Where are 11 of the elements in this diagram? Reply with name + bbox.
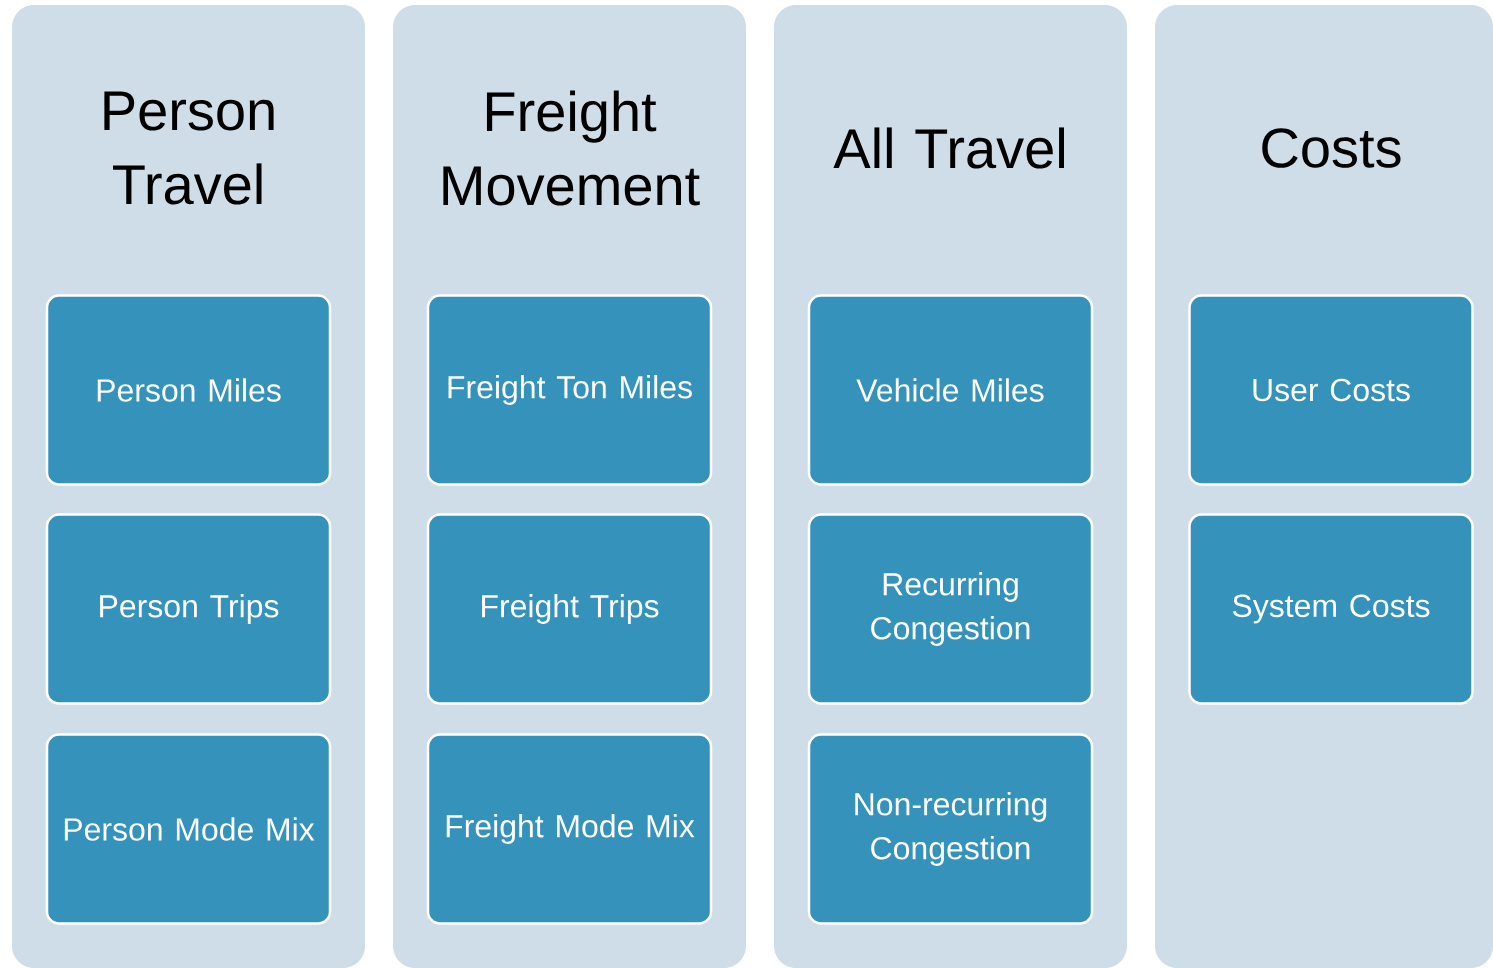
metric-box: Person Mode Mix (45, 733, 332, 925)
metric-box: Person Miles (45, 294, 332, 486)
metric-box: Non-recurring Congestion (807, 733, 1094, 925)
metric-box: Freight Trips (426, 513, 713, 705)
metric-box: Vehicle Miles (807, 294, 1094, 486)
metric-box: Freight Mode Mix (426, 733, 713, 925)
metric-box: System Costs (1188, 513, 1474, 705)
metric-box: Freight Ton Miles (426, 294, 713, 486)
metric-box: User Costs (1188, 294, 1474, 486)
metric-box: Recurring Congestion (807, 513, 1094, 705)
metric-box: Person Trips (45, 513, 332, 705)
